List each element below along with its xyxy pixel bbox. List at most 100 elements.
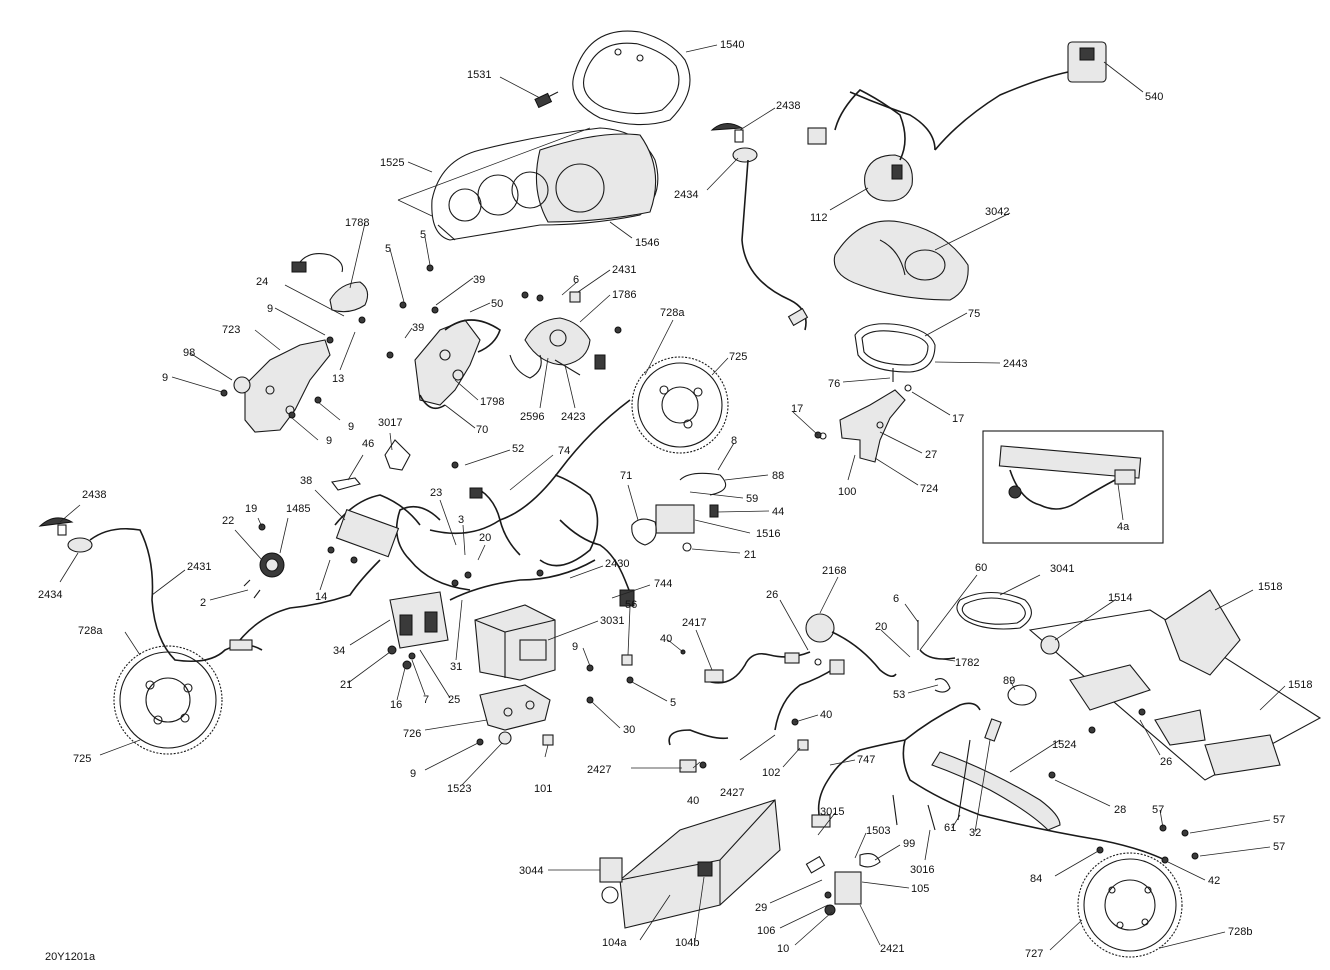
label-17: 17 xyxy=(791,403,803,415)
label-16: 16 xyxy=(390,699,402,711)
label-728a: 728a xyxy=(78,625,103,637)
label-24: 24 xyxy=(256,276,268,288)
label-84: 84 xyxy=(1030,873,1042,885)
label-728b: 728b xyxy=(1228,926,1252,938)
label-29: 29 xyxy=(755,902,767,914)
label-2434: 2434 xyxy=(38,589,62,601)
label-25: 25 xyxy=(448,694,460,706)
label-744: 744 xyxy=(654,578,672,590)
label-21: 21 xyxy=(340,679,352,691)
label-2427: 2427 xyxy=(587,764,611,776)
inset-1514-1518 xyxy=(1028,589,1322,781)
label-28: 28 xyxy=(1114,804,1126,816)
part-728a-lower-tone-ring xyxy=(113,645,223,755)
label-101: 101 xyxy=(534,783,552,795)
label-40: 40 xyxy=(660,633,672,645)
part-1540-gauge-bezel xyxy=(572,30,691,126)
label-9: 9 xyxy=(326,435,332,447)
label-39: 39 xyxy=(473,274,485,286)
part-3031-abs-module xyxy=(474,604,556,681)
label-17: 17 xyxy=(952,413,964,425)
label-102: 102 xyxy=(762,767,780,779)
label-76: 76 xyxy=(828,378,840,390)
label-1503: 1503 xyxy=(866,825,890,837)
label-9: 9 xyxy=(162,372,168,384)
part-728a-upper-tone-ring xyxy=(631,356,729,454)
label-2438: 2438 xyxy=(82,489,106,501)
label-34: 34 xyxy=(333,645,345,657)
label-38: 38 xyxy=(300,475,312,487)
label-2438: 2438 xyxy=(776,100,800,112)
label-1788: 1788 xyxy=(345,217,369,229)
label-89: 89 xyxy=(1003,675,1015,687)
label-6: 6 xyxy=(893,593,899,605)
label-23: 23 xyxy=(430,487,442,499)
label-52: 52 xyxy=(512,443,524,455)
label-112: 112 xyxy=(810,212,828,224)
label-100: 100 xyxy=(838,486,856,498)
label-27: 27 xyxy=(925,449,937,461)
part-2421-relay xyxy=(805,853,881,916)
label-75: 75 xyxy=(968,308,980,320)
label-725: 725 xyxy=(729,351,747,363)
label-50: 50 xyxy=(491,298,503,310)
label-60: 60 xyxy=(975,562,987,574)
label-9: 9 xyxy=(348,421,354,433)
label-14: 14 xyxy=(315,591,327,603)
part-112-left-switch xyxy=(807,89,936,202)
label-31: 31 xyxy=(450,661,462,673)
label-39: 39 xyxy=(412,322,424,334)
label-26: 26 xyxy=(766,589,778,601)
part-104a-battery xyxy=(619,799,781,929)
label-22: 22 xyxy=(222,515,234,527)
label-1518: 1518 xyxy=(1258,581,1282,593)
label-2421: 2421 xyxy=(880,943,904,955)
diagram-reference-code: 20Y1201a xyxy=(45,951,96,963)
label-1518: 1518 xyxy=(1288,679,1312,691)
part-723-bracket xyxy=(233,339,331,433)
part-1524-tube xyxy=(902,702,1166,861)
label-74: 74 xyxy=(558,445,570,457)
label-57: 57 xyxy=(1152,804,1164,816)
label-20: 20 xyxy=(875,621,887,633)
part-89-ring xyxy=(934,678,1037,706)
label-3031: 3031 xyxy=(600,615,624,627)
label-1546: 1546 xyxy=(635,237,659,249)
label-2434: 2434 xyxy=(674,189,698,201)
label-56: 56 xyxy=(625,599,637,611)
label-32: 32 xyxy=(969,827,981,839)
label-30: 30 xyxy=(623,724,635,736)
label-57: 57 xyxy=(1273,814,1285,826)
part-2431-left-sensor-wire xyxy=(38,517,263,663)
label-1485: 1485 xyxy=(286,503,310,515)
part-1798-bracket xyxy=(414,319,501,410)
label-2417: 2417 xyxy=(682,617,706,629)
label-2168: 2168 xyxy=(822,565,846,577)
label-104a: 104a xyxy=(602,937,627,949)
label-5: 5 xyxy=(385,243,391,255)
part-3042-cover xyxy=(833,220,969,301)
part-1485-sensor xyxy=(243,552,285,599)
part-1525-1546-gauge-cluster xyxy=(431,127,659,241)
part-2443-loop-bracket xyxy=(854,323,936,382)
label-727: 727 xyxy=(1025,948,1043,960)
label-3015: 3015 xyxy=(820,806,844,818)
label-106: 106 xyxy=(757,925,775,937)
part-1531-screw xyxy=(534,91,559,109)
part-1516-relay xyxy=(631,472,727,552)
label-5: 5 xyxy=(420,229,426,241)
label-2431: 2431 xyxy=(612,264,636,276)
label-3042: 3042 xyxy=(985,206,1009,218)
label-40: 40 xyxy=(820,709,832,721)
label-747: 747 xyxy=(857,754,875,766)
label-20: 20 xyxy=(479,532,491,544)
part-34-module xyxy=(389,591,449,649)
part-3041-gasket xyxy=(917,592,1032,660)
part-727-rear-tone-ring xyxy=(1077,852,1183,958)
label-44: 44 xyxy=(772,506,784,518)
label-723: 723 xyxy=(222,324,240,336)
label-1524: 1524 xyxy=(1052,739,1076,751)
label-8: 8 xyxy=(731,435,737,447)
label-61: 61 xyxy=(944,822,956,834)
